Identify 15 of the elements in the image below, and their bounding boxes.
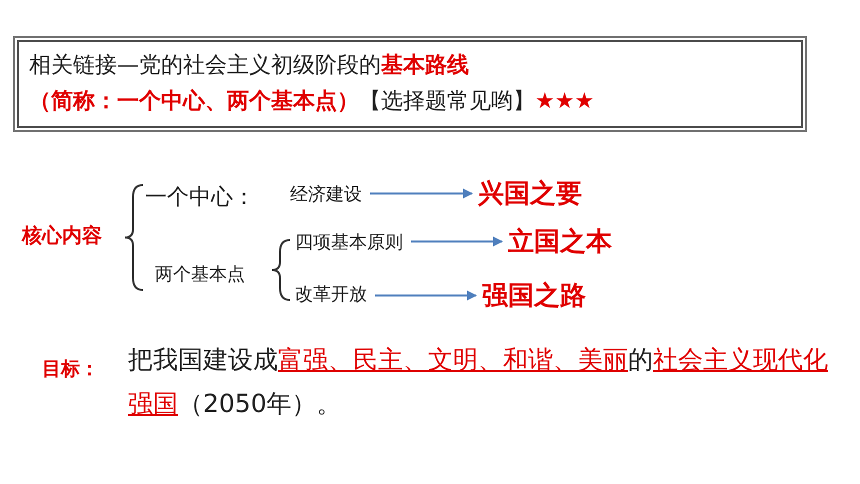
item-text: 经济建设 bbox=[290, 182, 362, 206]
result-text: 立国之本 bbox=[508, 224, 612, 259]
arrow bbox=[370, 188, 473, 198]
result-text: 兴国之要 bbox=[478, 176, 582, 211]
item-text: 两个基本点 bbox=[155, 262, 245, 286]
category-text: 核心内容 bbox=[22, 222, 102, 249]
header-text: 相关链接—党的社会主义初级阶段的基本路线 bbox=[29, 52, 470, 80]
arrow bbox=[411, 236, 503, 246]
item-text: 改革开放 bbox=[295, 282, 367, 306]
arrow bbox=[375, 290, 477, 300]
item-text: 一个中心： bbox=[145, 182, 255, 212]
item-text: 四项基本原则 bbox=[295, 230, 403, 254]
result-text: 强国之路 bbox=[482, 278, 586, 313]
header-text: （简称：一个中心、两个基本点）【选择题常见哟】★★★ bbox=[29, 88, 596, 116]
goal-label: 目标： bbox=[42, 357, 99, 382]
